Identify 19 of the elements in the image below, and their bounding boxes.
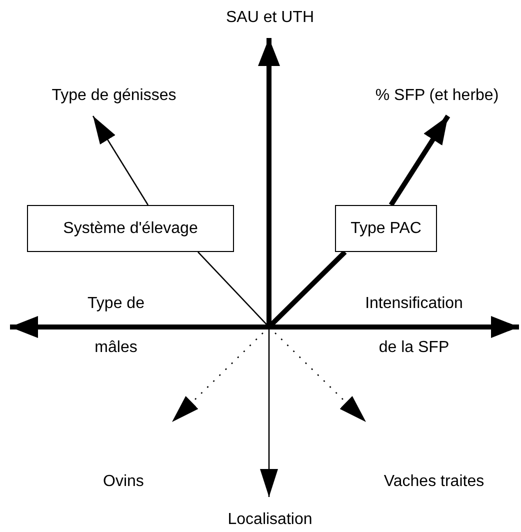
labeled-box: Type PAC <box>335 205 437 252</box>
axis-label: mâles <box>94 338 138 358</box>
connector-line <box>198 252 270 328</box>
axis-label: % SFP (et herbe) <box>375 86 499 106</box>
arrow <box>388 114 450 206</box>
axis-label: Intensification <box>365 294 463 314</box>
arrow <box>10 316 269 338</box>
axis-label: Type de <box>88 294 144 314</box>
arrow <box>269 316 519 338</box>
axis-label: Ovins <box>103 472 144 492</box>
labeled-box: Système d'élevage <box>27 205 234 252</box>
arrow <box>92 116 149 206</box>
arrow <box>260 327 278 497</box>
axis-label: Localisation <box>228 510 312 530</box>
axis-label: Vaches traites <box>384 472 484 492</box>
axis-label: de la SFP <box>378 338 450 358</box>
axis-label: SAU et UTH <box>226 8 314 28</box>
arrow <box>258 38 280 327</box>
axis-label: Type de génisses <box>52 86 176 106</box>
